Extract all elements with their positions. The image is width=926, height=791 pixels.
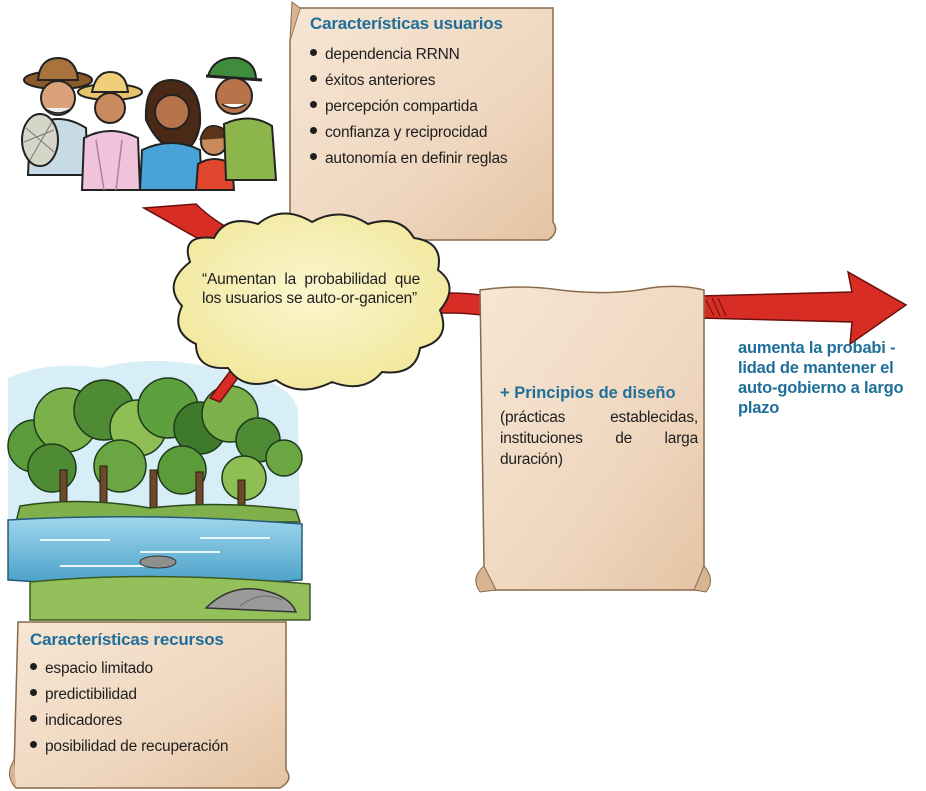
bullet-icon bbox=[310, 153, 317, 161]
resources-card: Características recursos espacio limitad… bbox=[30, 630, 282, 760]
bullet-icon bbox=[30, 715, 37, 723]
list-item: percepción compartida bbox=[310, 94, 550, 120]
users-card: Características usuarios dependencia RRN… bbox=[310, 14, 550, 172]
users-card-background bbox=[285, 1, 557, 241]
resources-card-background bbox=[9, 621, 290, 789]
list-item: autonomía en definir reglas bbox=[310, 146, 550, 172]
bullet-icon bbox=[310, 127, 317, 135]
parchment-scroll bbox=[475, 285, 711, 593]
list-item: éxitos anteriores bbox=[310, 68, 550, 94]
design-principles: + Principios de diseño (prácticas establ… bbox=[500, 384, 698, 470]
people-illustration bbox=[21, 56, 278, 191]
users-card-list: dependencia RRNN éxitos anteriores perce… bbox=[310, 42, 550, 172]
list-item: posibilidad de recuperación bbox=[30, 734, 282, 760]
list-item: dependencia RRNN bbox=[310, 42, 550, 68]
thought-cloud bbox=[172, 212, 451, 391]
bullet-icon bbox=[310, 49, 317, 57]
design-principles-title: + Principios de diseño bbox=[500, 384, 676, 402]
list-item: confianza y reciprocidad bbox=[310, 120, 550, 146]
design-principles-body: (prácticas establecidas, instituciones d… bbox=[500, 409, 698, 468]
resources-card-list: espacio limitado predictibilidad indicad… bbox=[30, 656, 282, 760]
list-item: predictibilidad bbox=[30, 682, 282, 708]
users-card-title: Características usuarios bbox=[310, 14, 503, 33]
bullet-icon bbox=[30, 741, 37, 749]
forest-lake-illustration bbox=[7, 360, 311, 621]
list-item: espacio limitado bbox=[30, 656, 282, 682]
result-text: aumenta la probabi - lidad de mantener e… bbox=[738, 339, 904, 417]
list-item: indicadores bbox=[30, 708, 282, 734]
resources-card-title: Características recursos bbox=[30, 630, 224, 649]
cloud-quote: “Aumentan la probabilidad que los usuari… bbox=[202, 271, 420, 307]
bullet-icon bbox=[30, 663, 37, 671]
bullet-icon bbox=[310, 75, 317, 83]
bullet-icon bbox=[30, 689, 37, 697]
bullet-icon bbox=[310, 101, 317, 109]
